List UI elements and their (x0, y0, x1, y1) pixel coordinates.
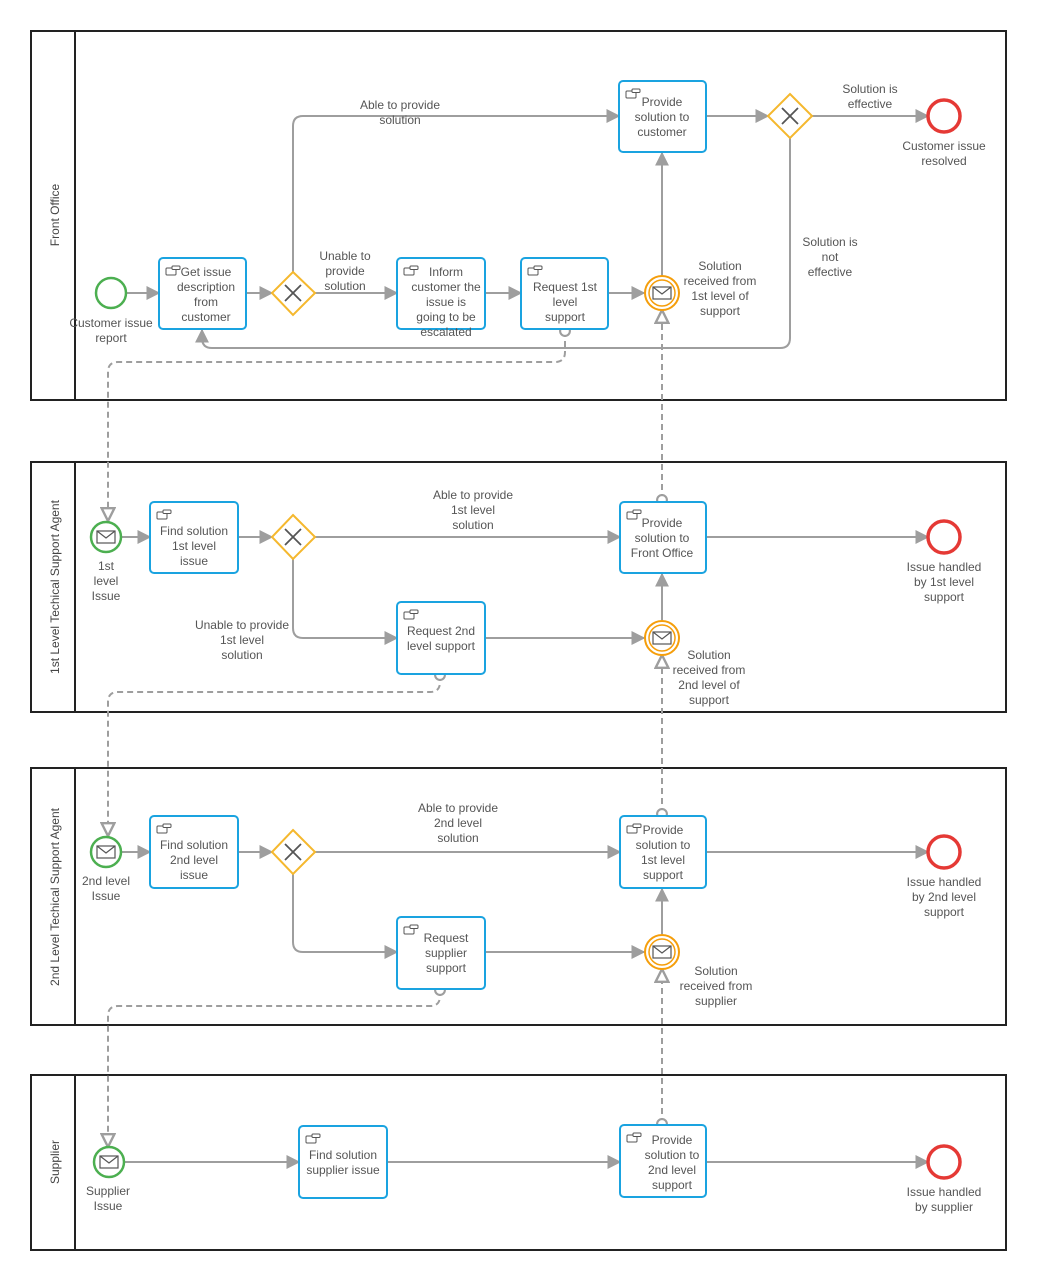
pool-second-level: 2nd Level Techical Support Agent (30, 767, 1007, 1026)
flow-2nd-unable (292, 874, 399, 959)
hand-icon (626, 1132, 642, 1143)
hand-icon (527, 265, 543, 276)
message-request-1st-level (108, 331, 565, 521)
envelope-icon (652, 945, 672, 959)
envelope-icon (652, 286, 672, 300)
gateway-solution-effective[interactable] (766, 92, 814, 140)
sequence-flows (122, 109, 930, 1169)
pool-first-level: 1st Level Techical Support Agent (30, 461, 1007, 713)
end-event-issue-handled-2nd-level[interactable] (926, 834, 962, 870)
hand-icon (625, 88, 641, 99)
hand-icon (156, 509, 172, 520)
message-flows (108, 310, 662, 1147)
lane-title-front-office: Front Office (48, 183, 62, 246)
exclusive-x-icon (284, 528, 302, 546)
lane-title-first-level: 1st Level Techical Support Agent (48, 499, 62, 674)
envelope-icon (652, 631, 672, 645)
hand-icon (403, 924, 419, 935)
envelope-icon (96, 845, 116, 859)
lane-title-supplier: Supplier (48, 1140, 62, 1184)
intermediate-event-solution-received-supplier[interactable] (644, 934, 680, 970)
flow-able-to-provide (292, 109, 621, 272)
exclusive-x-icon (781, 107, 799, 125)
end-event-issue-handled-supplier[interactable] (926, 1144, 962, 1180)
hand-icon (626, 509, 642, 520)
hand-icon (305, 1133, 321, 1144)
envelope-icon (96, 530, 116, 544)
flow-1st-unable (292, 559, 399, 645)
start-event-1st-level-issue[interactable] (89, 520, 123, 554)
end-event-customer-issue-resolved[interactable] (926, 98, 962, 134)
intermediate-event-solution-received-1st[interactable] (644, 275, 680, 311)
intermediate-event-solution-received-2nd[interactable] (644, 620, 680, 656)
gateway-1st-level-solution[interactable] (270, 513, 317, 561)
gateway-2nd-level-solution[interactable] (270, 828, 317, 876)
hand-icon (156, 823, 172, 834)
lane-title-second-level: 2nd Level Techical Support Agent (48, 807, 62, 986)
hand-icon (403, 609, 419, 620)
envelope-icon (99, 1155, 119, 1169)
hand-icon (626, 823, 642, 834)
hand-icon (165, 265, 181, 276)
hand-icon (403, 265, 419, 276)
exclusive-x-icon (284, 843, 302, 861)
end-event-issue-handled-1st-level[interactable] (926, 519, 962, 555)
start-event-2nd-level-issue[interactable] (89, 835, 123, 869)
start-event-customer-issue[interactable] (94, 276, 128, 310)
gateway-able-to-provide[interactable] (270, 270, 317, 317)
start-event-supplier-issue[interactable] (92, 1145, 126, 1179)
message-request-2nd-level (108, 675, 440, 836)
message-request-supplier (108, 990, 440, 1147)
exclusive-x-icon (284, 284, 302, 302)
